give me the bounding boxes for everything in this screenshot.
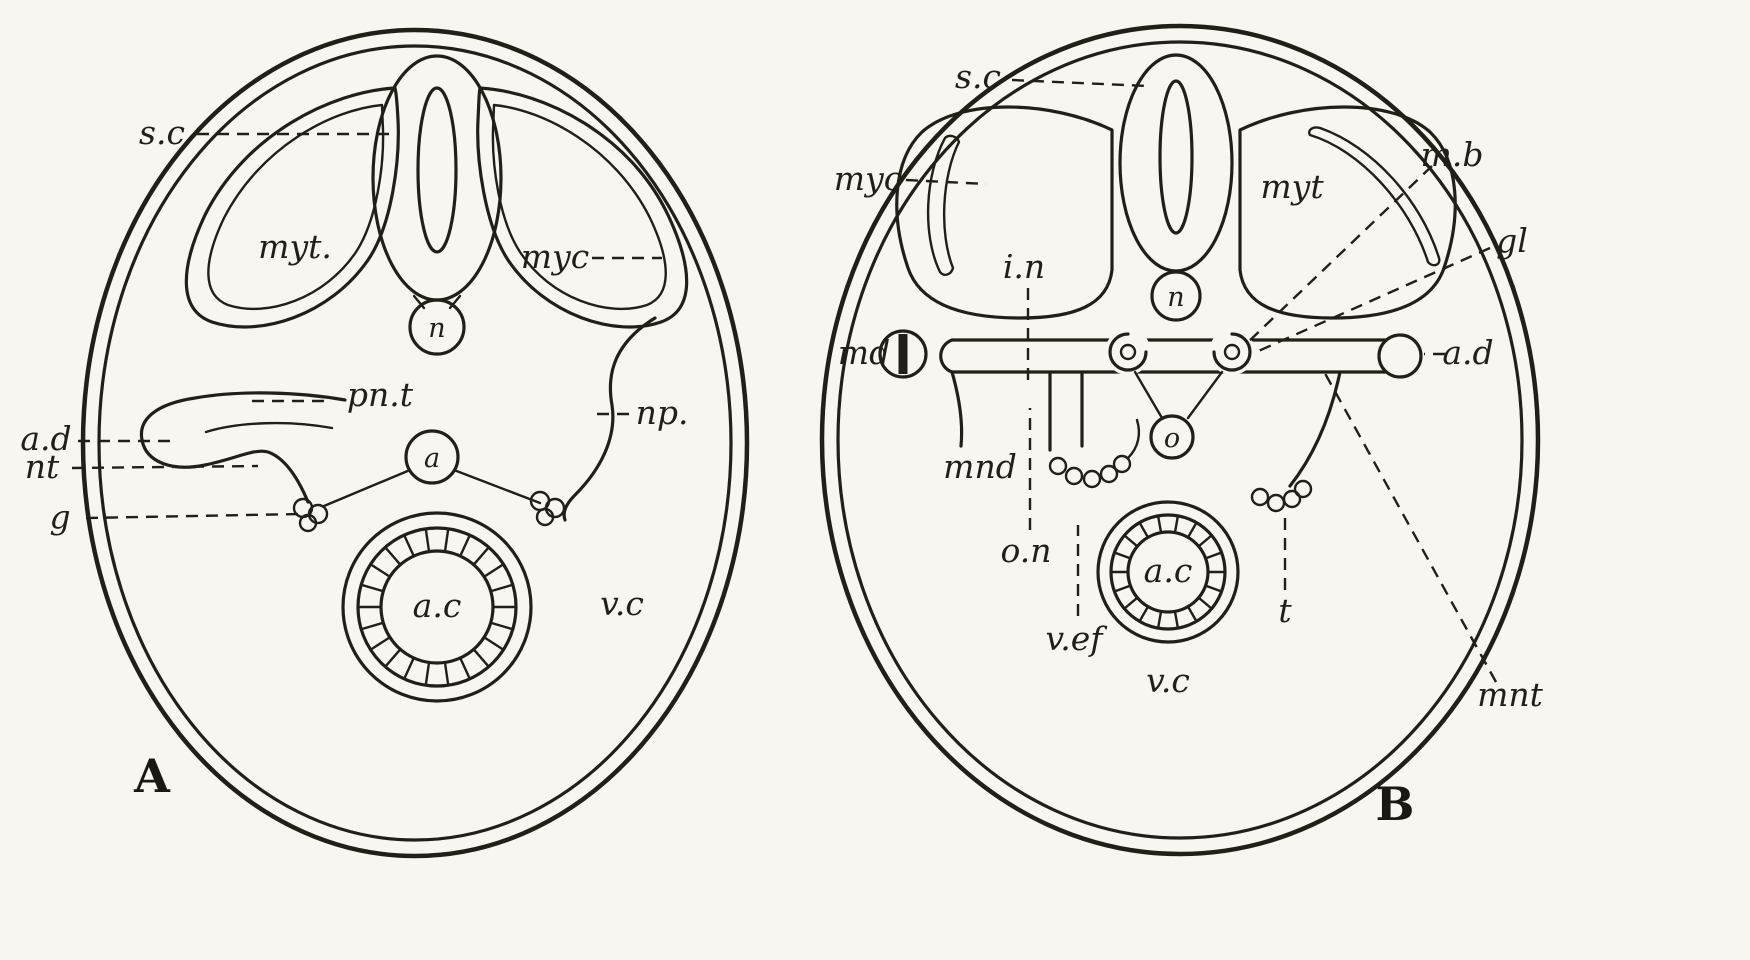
panel-a-label-np: np.: [636, 393, 689, 432]
panel-b-label-o: o: [1164, 423, 1180, 454]
panel-b-notochord-circle: [1150, 270, 1202, 322]
panel-a-pronephric-tubule: [139, 391, 347, 504]
panel-b-neural-canal: [1158, 79, 1194, 235]
panel-b-neural-tube-wall: [1118, 53, 1234, 273]
panel-a-gut-cells: [358, 528, 516, 686]
panel-a-letter: A: [133, 749, 171, 803]
panel-a-myotome-left: [184, 86, 400, 329]
panel-b-label-myc: myc: [834, 159, 902, 198]
panel-b-leader-myc: [905, 178, 987, 186]
panel-a-gut-outer: [341, 511, 533, 703]
panel-b-gut-outer: [1096, 500, 1240, 644]
panel-a-leader-nt: [71, 464, 259, 470]
panel-a-label-g: g: [49, 497, 70, 536]
panel-b-label-mb: m.b: [1421, 135, 1484, 174]
panel-b-body-outer: [819, 23, 1541, 857]
panel-a-label-sc: s.c: [139, 113, 185, 152]
panel-b-muscle-bud-md: [878, 329, 928, 379]
panel-a-notochord: n: [408, 298, 466, 356]
panel-a-label-pnt: pn.t: [347, 375, 414, 414]
panel-b-leader-lines: [905, 78, 1498, 683]
panel-a-alimentary-canal: a.c: [341, 511, 533, 703]
panel-a-label-ac: a.c: [413, 586, 462, 625]
panel-a-myotome-right: [476, 86, 689, 329]
panel-a-body-wall: [80, 27, 750, 859]
panel-b-label-gl: gl: [1496, 221, 1528, 260]
panel-b-myotome-left: [895, 105, 1114, 320]
panel-b-gut-cells: [1111, 515, 1225, 629]
panel-a: n a a.c: [20, 27, 750, 859]
panel-a-label-ad: a.d: [20, 419, 71, 458]
panel-a-ganglion-left: [292, 497, 329, 533]
panel-b-leader-mb: [1244, 165, 1433, 346]
panel-b-label-sc: s.c: [955, 57, 1001, 96]
panel-b-label-vef: v.ef: [1046, 619, 1109, 658]
panel-b-label-myt: myt: [1260, 167, 1324, 206]
panel-b-label-ac: a.c: [1144, 551, 1193, 590]
panel-a-label-n: n: [428, 313, 445, 344]
panel-a-body-outer: [80, 27, 750, 859]
panel-a-aorta-circle: [404, 429, 460, 485]
panel-b-aorta-o: o: [1133, 370, 1224, 460]
panel-b-mnd-duct: [950, 370, 964, 448]
panel-a-label-a: a: [424, 443, 440, 474]
panel-b-label-md: md: [838, 333, 890, 372]
panel-b-alimentary-canal: a.c: [1096, 500, 1240, 644]
panel-a-leader-g: [85, 512, 301, 520]
panel-b-label-in: i.n: [1003, 247, 1045, 286]
panel-b-labels: s.c myc myt m.b gl i.n md a.d mnd o.n v.…: [834, 57, 1544, 831]
panel-b-ad-knob: [1377, 333, 1423, 379]
panel-b-label-vc: v.c: [1146, 661, 1190, 700]
panel-a-body-inner: [97, 44, 733, 842]
panel-a-label-nt: nt: [25, 447, 60, 486]
panel-a-ganglion-right: [529, 490, 566, 527]
panel-b: n o: [819, 23, 1544, 857]
panel-b-body-inner: [836, 40, 1524, 840]
panel-b-letter: B: [1376, 777, 1415, 831]
panel-a-neural-canal: [416, 86, 458, 254]
panel-b-label-on: o.n: [1000, 531, 1051, 570]
panel-b-neural-tube: [1118, 53, 1234, 273]
panel-b-transverse-duct: [939, 333, 1423, 448]
panel-b-myocoel-right: [1308, 126, 1441, 267]
panel-b-o-circle: [1149, 414, 1195, 460]
panel-a-leader-lines: [71, 132, 662, 520]
panel-a-notochord-circle: [408, 298, 466, 356]
panel-b-glomerulus-left: [1105, 329, 1151, 375]
panel-a-label-vc: v.c: [600, 584, 644, 623]
panel-b-label-mnt: mnt: [1477, 675, 1544, 714]
panel-b-label-mnd: mnd: [943, 447, 1017, 486]
panel-b-leader-mnt: [1320, 367, 1498, 683]
panel-a-label-myt: myt.: [258, 227, 332, 266]
panel-b-leader-sc: [1011, 78, 1149, 88]
panel-b-label-t: t: [1278, 591, 1292, 630]
panel-b-myotome-right: [1238, 105, 1457, 320]
panel-b-notochord: n: [1150, 270, 1202, 322]
panel-b-label-ad: a.d: [1442, 333, 1493, 372]
panel-b-glomerulus-right: [1209, 329, 1255, 375]
panel-b-body-wall: [819, 23, 1541, 857]
panel-a-labels: s.c myt. myc pn.t np. a.d nt g v.c A: [20, 113, 688, 803]
panel-b-myocoel-left: [926, 134, 961, 276]
panel-a-neural-fold-np: [562, 316, 657, 522]
panel-a-label-myc: myc: [521, 237, 589, 276]
panel-b-ventral-tube: [1048, 370, 1141, 489]
panel-b-leader-gl: [1253, 246, 1491, 355]
panel-b-label-n: n: [1167, 282, 1184, 313]
panel-b-tubule-right: [1250, 370, 1342, 513]
panel-a-aorta: a: [322, 429, 542, 508]
